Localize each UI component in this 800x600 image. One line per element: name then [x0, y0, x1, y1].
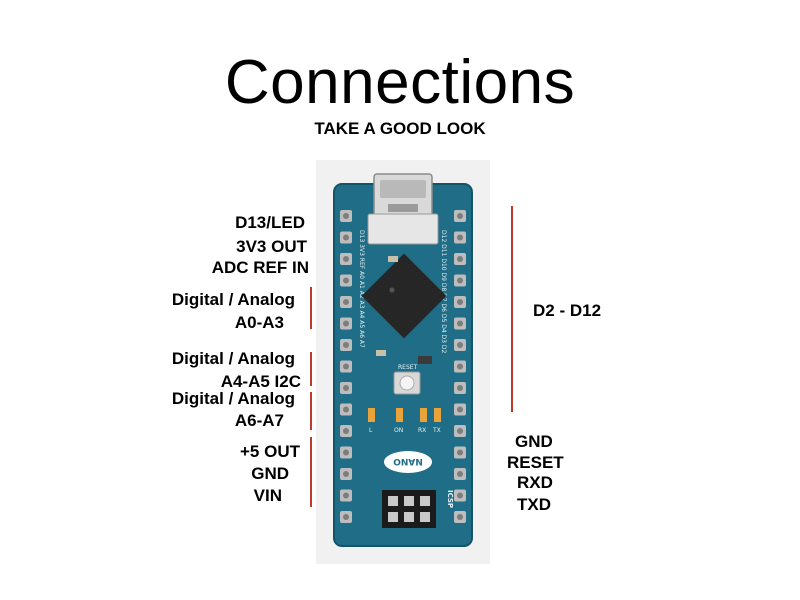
header-pin-hole	[457, 234, 463, 241]
label-a0a3-type: Digital / Analog	[171, 290, 295, 309]
label-rxd: RXD	[517, 473, 553, 492]
svg-text:ICSP: ICSP	[446, 490, 454, 508]
smd-part	[388, 256, 398, 262]
header-pin-hole	[343, 363, 349, 370]
label-5v-out: +5 OUT	[240, 442, 300, 461]
header-pin-hole	[457, 514, 463, 520]
label-gnd-left: GND	[251, 464, 289, 483]
header-pin-hole	[457, 320, 463, 327]
right-pin-header	[454, 210, 466, 523]
label-3v3-out: 3V3 OUT	[236, 237, 307, 256]
svg-text:NANO: NANO	[393, 456, 423, 466]
svg-text:D12 D11 D10 D9 D8 D7 D6 D5 D4: D12 D11 D10 D9 D8 D7 D6 D5 D4 D3 D2	[440, 230, 447, 354]
svg-text:L: L	[369, 427, 373, 434]
header-pin-hole	[457, 385, 463, 391]
header-pin-hole	[343, 299, 349, 305]
icsp-pin	[388, 512, 398, 522]
page-title: Connections	[224, 48, 576, 117]
header-pin-hole	[343, 449, 349, 456]
header-pin-hole	[457, 299, 463, 305]
header-pin-hole	[457, 449, 463, 456]
icsp-pin	[420, 512, 430, 522]
label-a0-a3: A0-A3	[234, 313, 284, 332]
arduino-nano-board: D13 3V3 REF A0 A1 A2 A3 A4 A5 A6 A7 D12 …	[316, 160, 490, 564]
label-reset: RESET	[507, 453, 564, 472]
icsp-pin	[388, 496, 398, 506]
label-vin: VIN	[253, 486, 282, 505]
icsp-pin	[420, 496, 430, 506]
header-pin-hole	[457, 213, 463, 219]
label-adc-ref-in: ADC REF IN	[211, 258, 309, 277]
header-pin-hole	[343, 342, 349, 348]
header-pin-hole	[457, 256, 463, 262]
page-subtitle: TAKE A GOOD LOOK	[314, 119, 486, 138]
smd-part	[376, 350, 386, 356]
label-d2-d12: D2 - D12	[533, 301, 602, 320]
label-txd: TXD	[517, 495, 551, 514]
svg-text:D13 3V3 REF A0 A1 A2 A3 A4 A5: D13 3V3 REF A0 A1 A2 A3 A4 A5 A6 A7	[358, 230, 365, 348]
header-pin-hole	[343, 492, 349, 499]
silkscreen: D13 3V3 REF A0 A1 A2 A3 A4 A5 A6 A7 D12 …	[358, 230, 447, 354]
nano-logo: NANO	[384, 451, 432, 473]
header-pin-hole	[457, 428, 463, 434]
header-pin-hole	[457, 492, 463, 499]
header-pin-hole	[457, 363, 463, 370]
label-a4-a5-i2c: A4-A5 I2C	[220, 372, 301, 391]
header-pin-hole	[343, 385, 349, 391]
pcb	[334, 184, 472, 546]
reset-button: RESET	[393, 364, 421, 395]
status-leds: L ON RX TX	[368, 408, 441, 434]
bracket-power	[310, 437, 312, 507]
header-pin-hole	[343, 428, 349, 434]
header-pin-hole	[343, 514, 349, 520]
label-a6-a7: A6-A7	[234, 411, 284, 430]
board-drawing: D13 3V3 REF A0 A1 A2 A3 A4 A5 A6 A7 D12 …	[316, 160, 490, 564]
svg-text:RESET: RESET	[398, 364, 418, 371]
header-pin-hole	[457, 406, 463, 413]
label-a4a5-type: Digital / Analog	[171, 349, 295, 368]
bracket-a4-a5	[310, 352, 312, 386]
label-a6a7-type: Digital / Analog	[171, 389, 295, 408]
header-pin-hole	[343, 277, 349, 284]
icsp-header: ICSP	[382, 490, 454, 528]
bracket-d2-d12	[511, 206, 513, 412]
header-pin-hole	[457, 342, 463, 348]
usb-connector	[367, 173, 439, 245]
svg-text:RX: RX	[418, 427, 426, 434]
left-pin-header	[340, 210, 352, 523]
header-pin-hole	[343, 471, 349, 477]
header-pin-hole	[343, 234, 349, 241]
header-pin-hole	[457, 277, 463, 284]
header-pin-hole	[343, 213, 349, 219]
label-gnd-right: GND	[515, 432, 553, 451]
svg-text:TX: TX	[432, 427, 441, 434]
bracket-a0-a3	[310, 287, 312, 329]
header-pin-hole	[343, 320, 349, 327]
icsp-pin	[404, 496, 414, 506]
header-pin-hole	[457, 471, 463, 477]
header-pin-hole	[343, 256, 349, 262]
bracket-a6-a7	[310, 392, 312, 430]
header-pin-hole	[343, 406, 349, 413]
smd-part	[418, 356, 432, 364]
icsp-pin	[404, 512, 414, 522]
microcontroller-chip	[361, 253, 447, 339]
svg-text:ON: ON	[394, 427, 403, 434]
label-d13-led: D13/LED	[235, 213, 305, 232]
